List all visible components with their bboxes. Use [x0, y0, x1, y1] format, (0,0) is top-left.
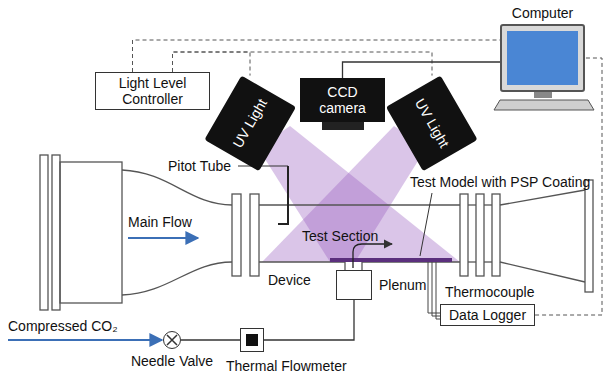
- node-label: CCD camera: [313, 84, 373, 116]
- node-label: Thermal Flowmeter: [226, 358, 347, 374]
- inlet-flange: [40, 155, 48, 310]
- controller-box: Light Level Controller: [95, 72, 210, 110]
- signal-line: [173, 52, 433, 76]
- thermocouple-wire: [428, 262, 440, 313]
- diagram-label: Test Section: [302, 228, 378, 244]
- diffuser-wall: [484, 261, 492, 262]
- test-model: [330, 258, 452, 262]
- supply-arrow: [8, 339, 162, 341]
- leader-line: [238, 166, 288, 167]
- diffuser-wall: [468, 261, 476, 262]
- inlet-flange: [52, 155, 60, 310]
- device-slot: [361, 262, 362, 270]
- node-label: UV Light: [230, 96, 271, 151]
- test-section-flange: [250, 194, 259, 276]
- uv-beam: [262, 126, 426, 262]
- diffuser-wall: [468, 204, 476, 205]
- computer-screen: [507, 31, 578, 85]
- connector-line: [264, 300, 354, 340]
- diagram-label: Test Model with PSP Coating: [410, 174, 590, 190]
- contraction: [122, 170, 232, 205]
- diagram-label: Main Flow: [128, 214, 192, 230]
- device-slot: [344, 262, 345, 270]
- diagram-label: Device: [268, 272, 311, 288]
- monitor-stand: [534, 92, 552, 98]
- connector-line: [343, 62, 501, 78]
- pitot-tube: [278, 166, 288, 224]
- thermal-flowmeter: Thermal Flowmeter: [240, 328, 264, 352]
- valve-symbol: [163, 331, 181, 349]
- flowmeter-core: [246, 334, 258, 346]
- outlet-flange: [585, 180, 593, 292]
- node-label: Light Level Controller: [104, 75, 201, 107]
- connector-line: [181, 339, 240, 340]
- leader-line: [420, 193, 432, 256]
- diffuser-wall: [484, 204, 492, 205]
- plenum-box: Plenum: [336, 270, 372, 300]
- settling-chamber: [60, 162, 122, 303]
- diagram-label: Pitot Tube: [168, 158, 231, 174]
- device-arrow: [353, 244, 392, 268]
- node-label: Plenum: [379, 277, 426, 293]
- diagram-label: Compressed CO₂: [8, 318, 118, 334]
- computer-monitor: Computer: [500, 24, 585, 92]
- diffuser-wall: [500, 262, 585, 282]
- diffuser-wall: [500, 190, 585, 205]
- signal-line: [133, 40, 501, 72]
- data-logger-box: Data Logger: [440, 304, 535, 326]
- node-label: Computer: [512, 5, 573, 21]
- contraction: [122, 262, 232, 295]
- diffuser-flange: [492, 194, 500, 276]
- keyboard: [494, 100, 594, 110]
- needle-valve: Needle Valve: [163, 331, 181, 349]
- flow-arrow: [128, 237, 198, 239]
- test-section-flange: [232, 194, 241, 276]
- diffuser-flange: [460, 194, 468, 276]
- ccd-camera: CCD camera: [300, 78, 385, 122]
- node-label: Data Logger: [449, 307, 526, 323]
- node-label: UV Light: [412, 96, 453, 151]
- diffuser-flange: [476, 194, 484, 276]
- node-label: Needle Valve: [131, 353, 213, 369]
- diagram-label: Thermocouple: [445, 284, 535, 300]
- camera-lens: [322, 121, 364, 130]
